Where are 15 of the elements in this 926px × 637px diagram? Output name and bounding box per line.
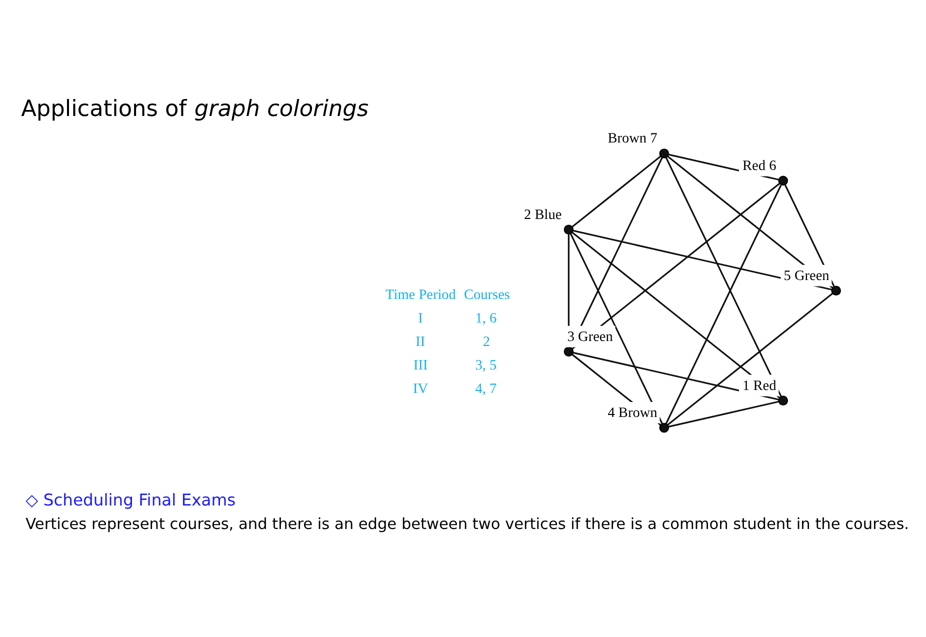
label: 4, 7 <box>475 380 497 397</box>
label: IV <box>413 380 428 397</box>
label: I <box>418 310 423 326</box>
label: III <box>414 357 428 374</box>
label: Time Period <box>386 286 456 303</box>
label: 1, 6 <box>475 310 497 326</box>
label: Vertices represent courses, and there is an edge between two vertices if there is a common student in the courses. <box>26 515 910 534</box>
node-label: Brown 7 <box>608 130 658 147</box>
label: 2 <box>482 334 490 350</box>
label: II <box>416 334 426 350</box>
diagram-title: Applications of graph colorings <box>21 96 369 122</box>
node-label: 2 Blue <box>524 206 562 223</box>
label: 3, 5 <box>475 357 497 374</box>
label: Courses <box>464 286 510 303</box>
label: ◇ Scheduling Final Exams <box>26 490 236 510</box>
